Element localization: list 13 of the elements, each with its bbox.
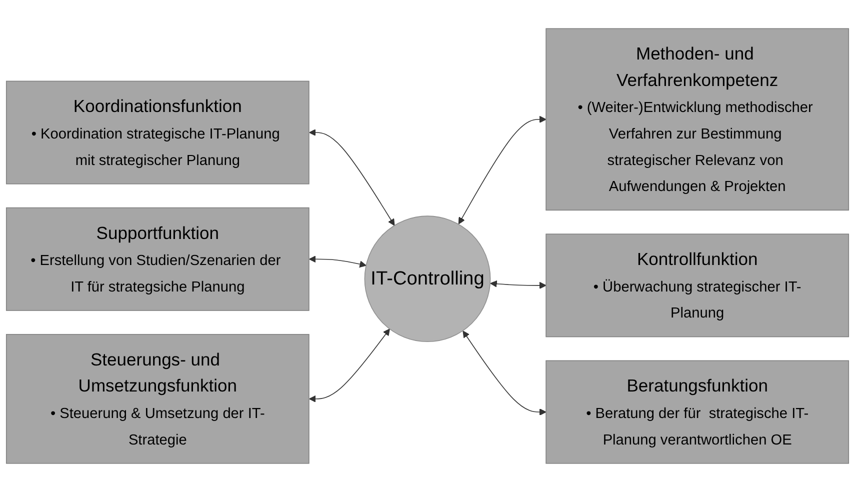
node-box: Koordinationsfunktion • Koordination strategische IT-Planung mit strategischer Planung (6, 80, 310, 184)
node-circle: IT-Controlling (364, 216, 491, 342)
node-box: Kontrollfunktion • Überwachung strategischer IT-Planung (546, 234, 850, 338)
arrow (308, 129, 395, 226)
node-box: Supportfunktion • Erstellung von Studien/Szenarien der IT für strategsiche Planung (6, 207, 310, 311)
node-box: Steuerungs- und Umsetzungsfunktion • Steuerung & Umsetzung der IT-Strategie (6, 334, 310, 464)
arrow (308, 256, 366, 268)
arrow (490, 280, 546, 289)
node-box: Beratungsfunktion • Beratung der für strategische IT-Planung verantwortlichen OE (546, 360, 850, 464)
arrow (462, 330, 546, 416)
node-box: Methoden- und Verfahrenkompetenz • (Weiter-)Entwicklung methodischer Verfahren zur Bestimmung strategischer Relevanz von Aufwendungen & Projekten (546, 28, 850, 211)
arrow (308, 328, 390, 402)
arrow (458, 116, 546, 224)
